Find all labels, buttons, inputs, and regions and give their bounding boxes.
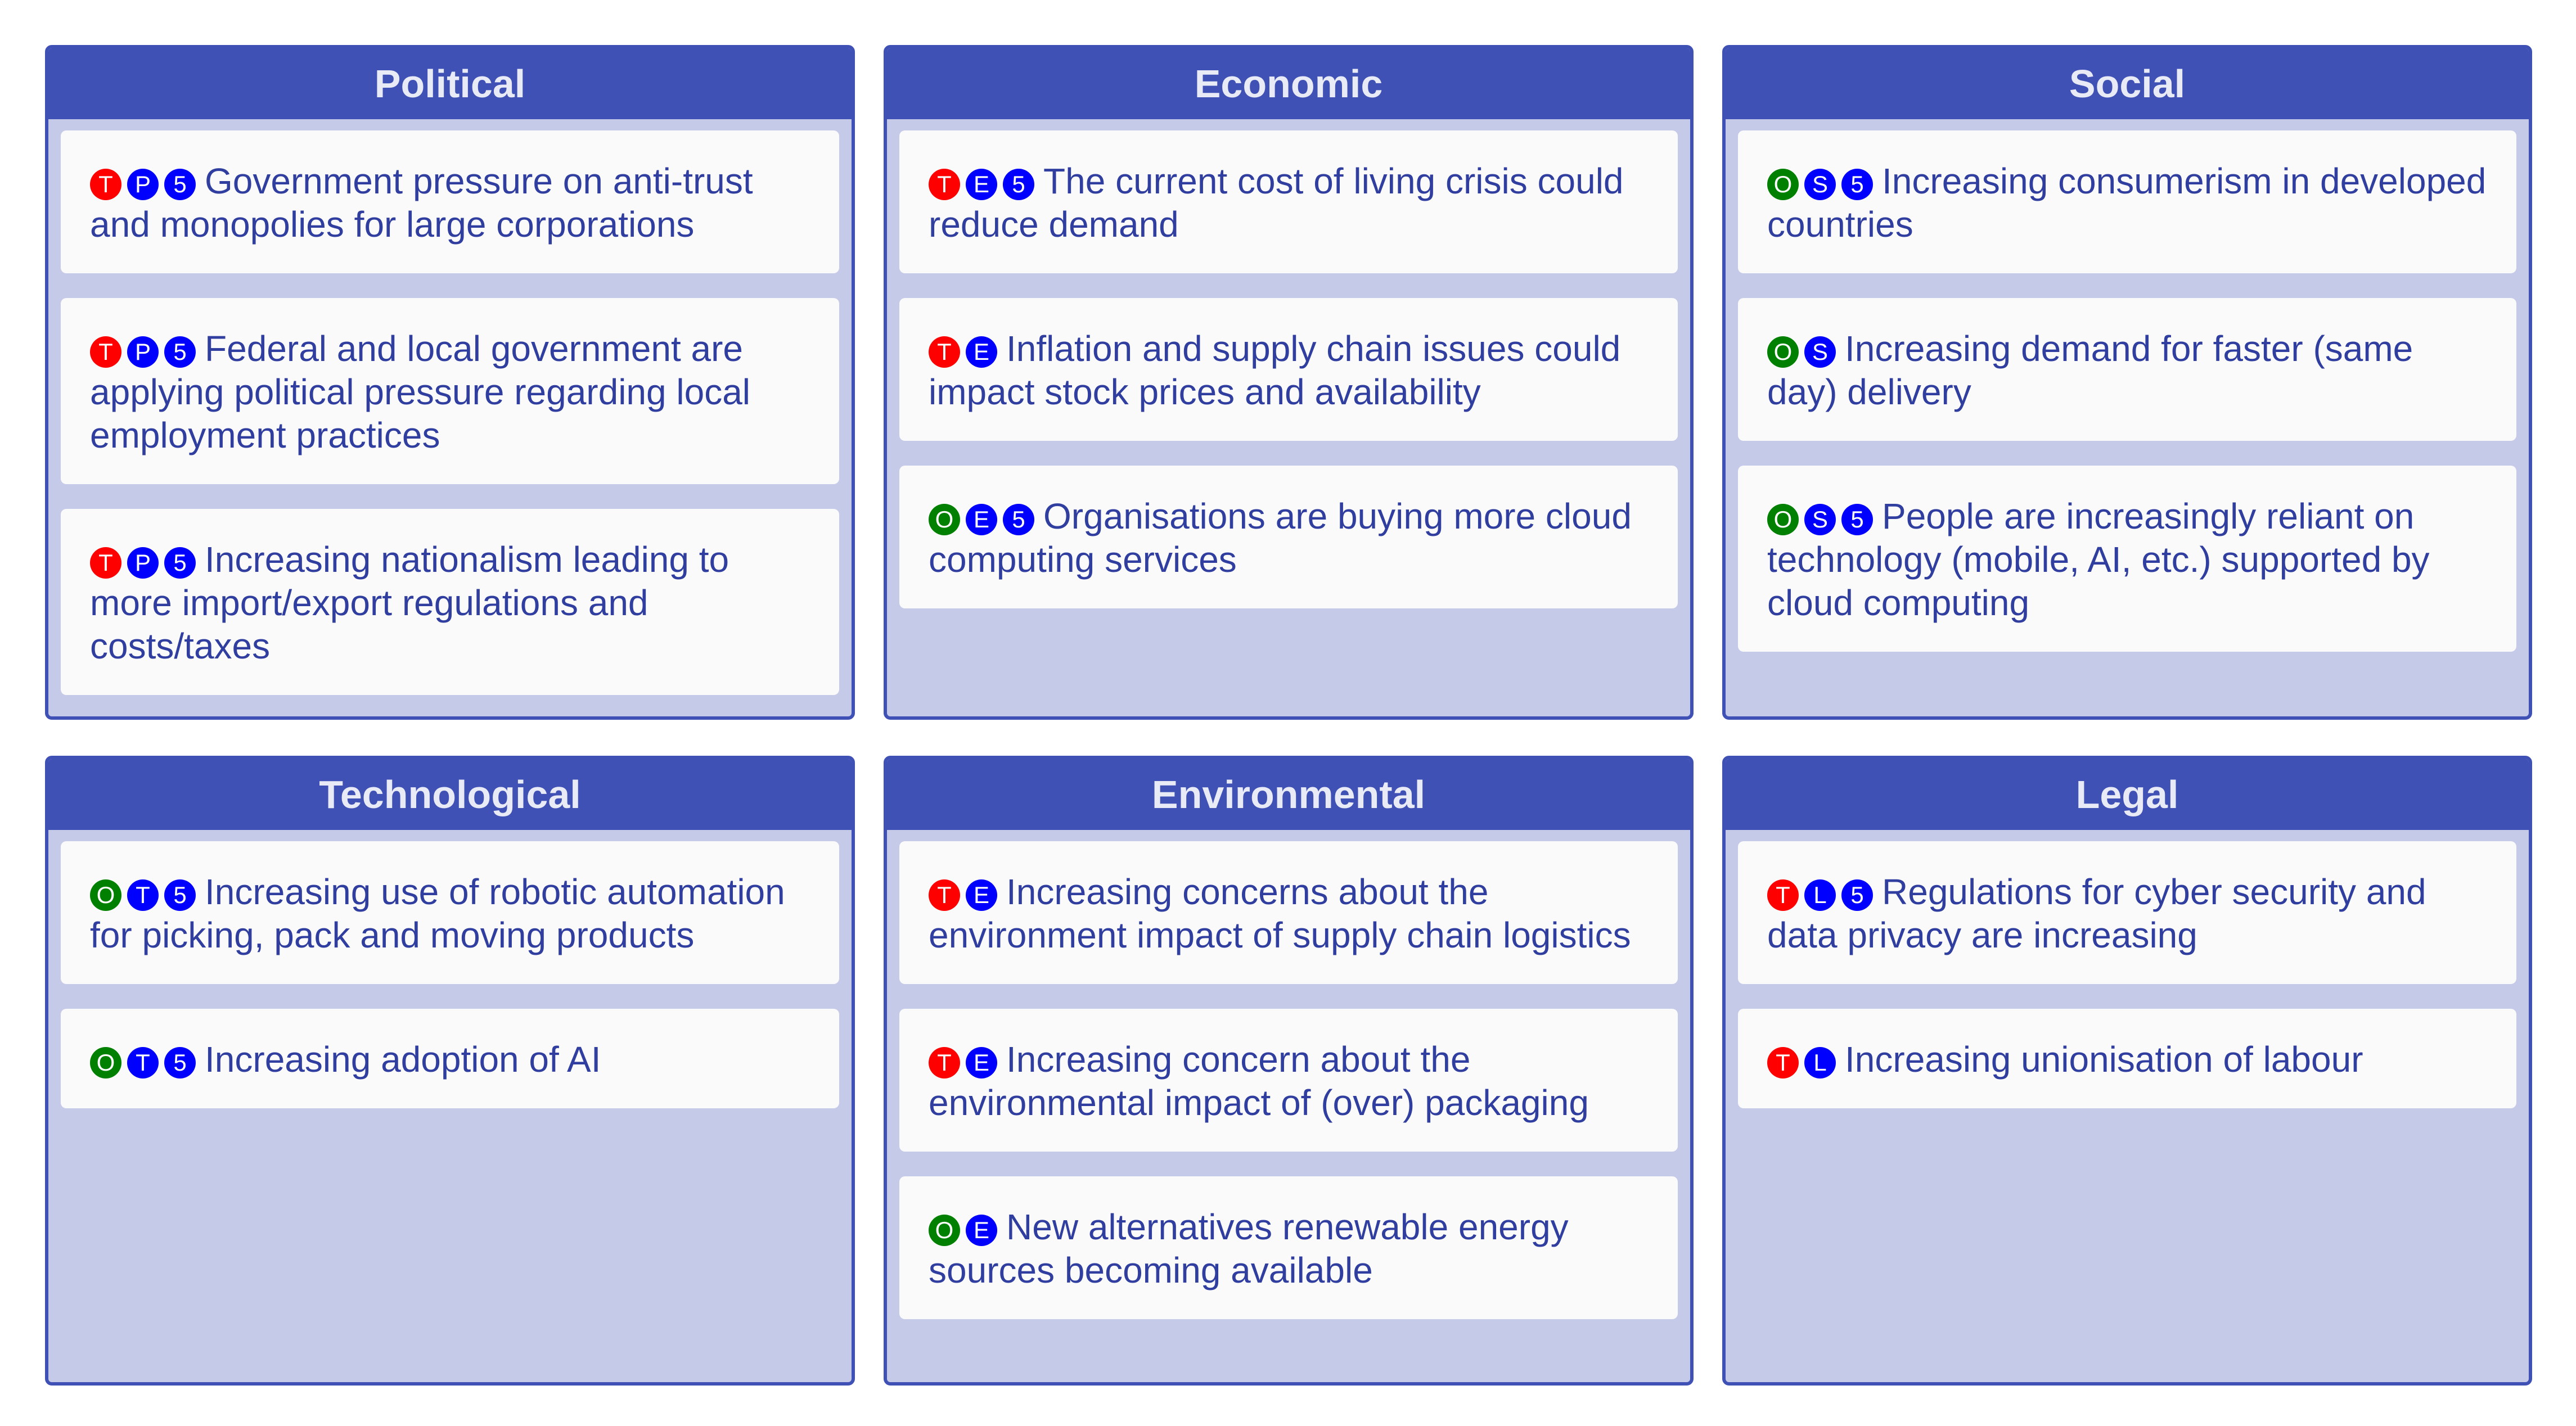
rating-badge: 5 xyxy=(1003,504,1034,535)
category-badge: E xyxy=(966,336,997,368)
rating-badge: 5 xyxy=(1841,169,1873,200)
rating-badge: 5 xyxy=(164,879,196,911)
category-badge: L xyxy=(1804,879,1836,911)
threat-badge: T xyxy=(90,169,121,200)
item-text: Government pressure on anti-trust and mo… xyxy=(90,161,753,245)
opportunity-badge: O xyxy=(1767,504,1799,535)
rating-badge: 5 xyxy=(1841,879,1873,911)
item-text: Federal and local government are applyin… xyxy=(90,328,750,455)
panel-title: Economic xyxy=(887,48,1690,119)
category-badge: S xyxy=(1804,504,1836,535)
item-text: Increasing unionisation of labour xyxy=(1845,1039,2363,1080)
threat-badge: T xyxy=(1767,879,1799,911)
panel-title: Social xyxy=(1726,48,2529,119)
item-text: Inflation and supply chain issues could … xyxy=(929,328,1621,412)
category-badge: E xyxy=(966,169,997,200)
category-badge: E xyxy=(966,504,997,535)
category-badge: T xyxy=(127,1047,159,1078)
rating-badge: 5 xyxy=(164,1047,196,1078)
item-text: People are increasingly reliant on techn… xyxy=(1767,496,2430,623)
opportunity-badge: O xyxy=(90,1047,121,1078)
category-badge: L xyxy=(1804,1047,1836,1078)
opportunity-badge: O xyxy=(1767,169,1799,200)
item-text: New alternatives renewable energy source… xyxy=(929,1207,1569,1290)
item-text: Increasing demand for faster (same day) … xyxy=(1767,328,2413,412)
opportunity-badge: O xyxy=(929,1215,960,1246)
panel-title: Technological xyxy=(48,759,852,830)
category-badge: P xyxy=(127,336,159,368)
panel-title: Legal xyxy=(1726,759,2529,830)
category-badge: S xyxy=(1804,169,1836,200)
rating-badge: 5 xyxy=(164,547,196,579)
category-badge: E xyxy=(966,1215,997,1246)
item-text: Increasing concerns about the environmen… xyxy=(929,872,1631,955)
category-badge: S xyxy=(1804,336,1836,368)
rating-badge: 5 xyxy=(1841,504,1873,535)
rating-badge: 5 xyxy=(164,336,196,368)
category-badge: P xyxy=(127,547,159,579)
category-badge: P xyxy=(127,169,159,200)
threat-badge: T xyxy=(929,879,960,911)
item-text: Increasing use of robotic automation for… xyxy=(90,872,785,955)
threat-badge: T xyxy=(90,547,121,579)
rating-badge: 5 xyxy=(164,169,196,200)
item-text: Increasing adoption of AI xyxy=(205,1039,601,1080)
category-badge: E xyxy=(966,879,997,911)
opportunity-badge: O xyxy=(929,504,960,535)
opportunity-badge: O xyxy=(1767,336,1799,368)
item-text: Increasing consumerism in developed coun… xyxy=(1767,161,2487,245)
item-text: Organisations are buying more cloud comp… xyxy=(929,496,1632,580)
opportunity-badge: O xyxy=(90,879,121,911)
item-text: The current cost of living crisis could … xyxy=(929,161,1624,245)
panel-title: Environmental xyxy=(887,759,1690,830)
category-badge: T xyxy=(127,879,159,911)
threat-badge: T xyxy=(929,169,960,200)
item-text: Regulations for cyber security and data … xyxy=(1767,872,2426,955)
threat-badge: T xyxy=(90,336,121,368)
threat-badge: T xyxy=(1767,1047,1799,1078)
item-text: Increasing concern about the environment… xyxy=(929,1039,1589,1123)
item-text: Increasing nationalism leading to more i… xyxy=(90,539,729,666)
panel-title: Political xyxy=(48,48,852,119)
category-badge: E xyxy=(966,1047,997,1078)
threat-badge: T xyxy=(929,336,960,368)
threat-badge: T xyxy=(929,1047,960,1078)
rating-badge: 5 xyxy=(1003,169,1034,200)
